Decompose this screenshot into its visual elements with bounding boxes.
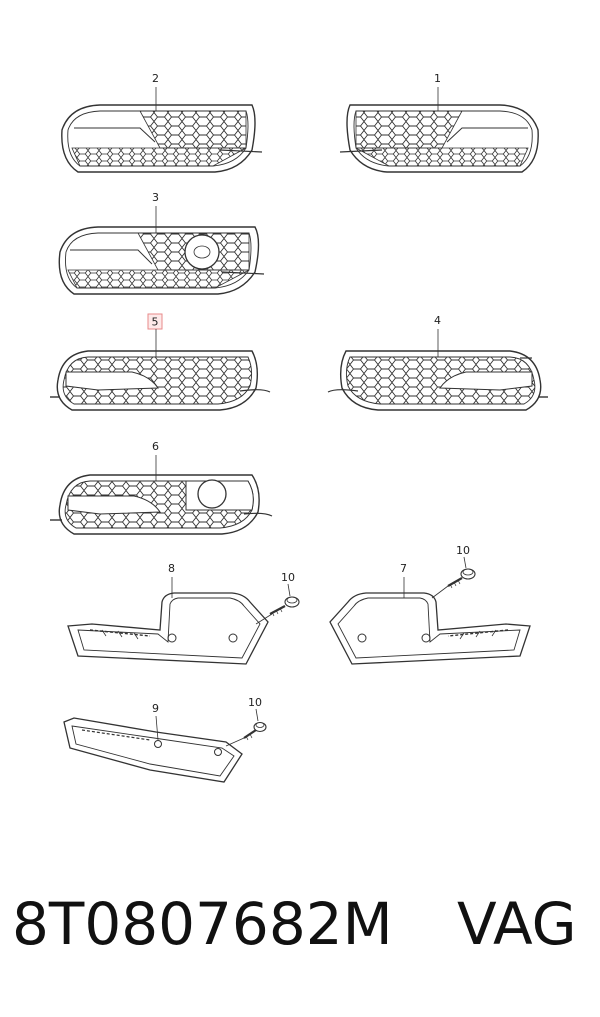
leader-line-9	[155, 715, 159, 741]
callout-5-highlight-box	[147, 313, 163, 330]
part-1-fog-light-grille	[339, 104, 539, 173]
part-3-fog-light-grille-with-opening	[58, 226, 265, 295]
leader-line-10a-target	[255, 613, 273, 625]
part-5-fog-light-grille	[50, 350, 271, 411]
part-7-bracket	[329, 592, 531, 665]
callout-2: 2	[152, 72, 159, 85]
part-9-trim-strip	[63, 717, 243, 783]
part-4-fog-light-grille	[327, 350, 548, 411]
leader-line-10b-target	[431, 585, 449, 599]
exploded-parts-diagram: 2 1 3 5 4	[50, 72, 548, 783]
leader-line-10c	[255, 708, 259, 722]
callout-10b: 10	[456, 544, 470, 557]
callout-10a: 10	[281, 571, 295, 584]
callout-1: 1	[434, 72, 441, 85]
callout-9: 9	[152, 702, 159, 715]
leader-line-10a	[287, 583, 291, 597]
part-10-screw	[269, 596, 300, 617]
brand-caption: VAG	[457, 890, 577, 958]
callout-7: 7	[400, 562, 407, 575]
leader-line-10b	[463, 556, 467, 569]
part-2-fog-light-grille	[61, 104, 263, 173]
part-6-fog-light-grille-with-opening	[50, 474, 273, 535]
callout-6: 6	[152, 440, 159, 453]
callout-10c: 10	[248, 696, 262, 709]
part-8-bracket	[67, 592, 269, 665]
part-number-caption: 8T0807682M	[12, 890, 393, 958]
leader-line-10c-target	[225, 737, 245, 747]
part-10-screw	[447, 568, 476, 589]
callout-3: 3	[152, 191, 159, 204]
callout-4: 4	[434, 314, 441, 327]
callout-8: 8	[168, 562, 175, 575]
part-10-screw	[243, 721, 267, 741]
callout-5: 5	[152, 316, 159, 329]
